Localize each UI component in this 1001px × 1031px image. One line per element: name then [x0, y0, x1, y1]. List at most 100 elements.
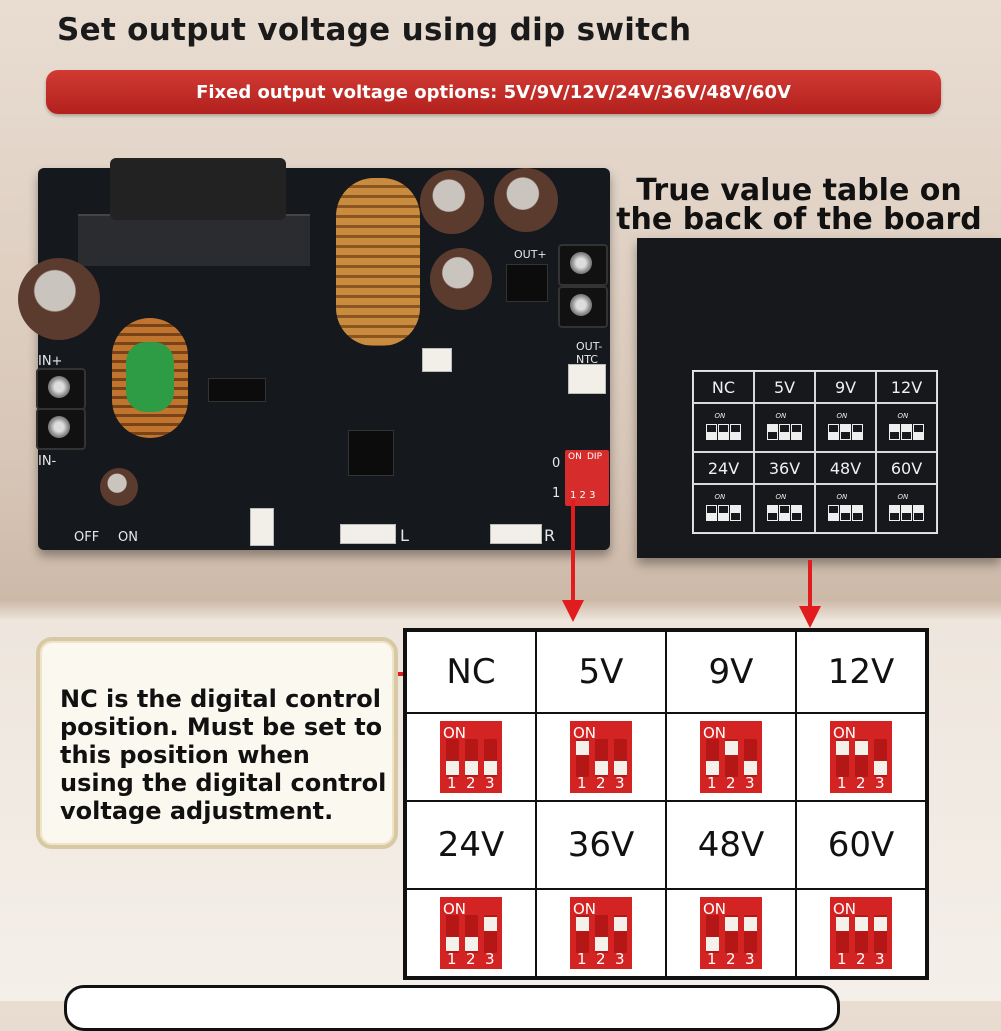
- dip-number: 3: [875, 950, 885, 968]
- dip-knob: [614, 917, 627, 931]
- dip-knob: [595, 761, 608, 775]
- dip-knob: [446, 937, 459, 951]
- dip-knob: [744, 917, 757, 931]
- mini-label-cell: 48V: [815, 452, 876, 484]
- out-ntc-label: OUT-NTC: [576, 340, 603, 366]
- dip-knob: [614, 761, 627, 775]
- dip-knob: [855, 741, 868, 755]
- mini-dip-graphic: [764, 412, 806, 442]
- dip-knob: [576, 741, 589, 755]
- dip-on-label: ON: [573, 900, 597, 918]
- dip-knob: [836, 917, 849, 931]
- driver-chip: [208, 378, 266, 402]
- dip-number: 2: [466, 950, 476, 968]
- dip-slider: [706, 739, 719, 777]
- dip-number: 1: [707, 950, 717, 968]
- voltage-label: NC: [446, 652, 496, 692]
- row1-label: 1: [552, 486, 561, 501]
- dip-knob: [484, 761, 497, 775]
- dip-knob: [725, 741, 738, 755]
- table-label-cell: 24V: [406, 801, 536, 889]
- table-label-cell: 12V: [796, 631, 926, 713]
- mini-switch-cell: [876, 484, 937, 533]
- dip-slider: [706, 915, 719, 953]
- dip-slider: [484, 739, 497, 777]
- mini-switch-cell: [693, 484, 754, 533]
- dip-on-label: ON: [833, 900, 857, 918]
- voltage-label: 36V: [567, 825, 635, 865]
- connector: [250, 508, 274, 546]
- dip-knob: [706, 761, 719, 775]
- mini-switch-cell: [754, 484, 815, 533]
- l-label: L: [400, 526, 409, 545]
- back-table-title: True value table on the back of the boar…: [616, 173, 982, 237]
- voltage-label: 60V: [827, 825, 895, 865]
- dip-knob: [706, 937, 719, 951]
- dip-slider: [874, 915, 887, 953]
- dip-on-label: ON: [443, 724, 467, 742]
- input-terminal: [36, 368, 86, 410]
- mini-switch-cell: [693, 403, 754, 452]
- dip-number: 2: [856, 950, 866, 968]
- dip-number: 3: [745, 950, 755, 968]
- dip-number: 1: [577, 950, 587, 968]
- output-terminal: [558, 286, 608, 328]
- dip-knob: [855, 917, 868, 931]
- dip-number: 1: [447, 950, 457, 968]
- dip-slider: [576, 915, 589, 953]
- capacitor: [100, 468, 138, 506]
- dip-on-label: ON: [833, 724, 857, 742]
- dip-slider: [595, 915, 608, 953]
- mini-label-cell: NC: [693, 371, 754, 403]
- mini-label-cell: 24V: [693, 452, 754, 484]
- dip-number: 1: [707, 774, 717, 792]
- dip-knob: [595, 937, 608, 951]
- connector: [340, 524, 396, 544]
- dip-knob: [465, 937, 478, 951]
- mini-dip-graphic: [825, 493, 867, 523]
- dip-number: 1: [577, 774, 587, 792]
- dip-number: 3: [615, 774, 625, 792]
- output-terminal: [558, 244, 608, 286]
- dip-number: 3: [485, 950, 495, 968]
- out-plus-label: OUT+: [514, 248, 547, 261]
- dip-number: 3: [875, 774, 885, 792]
- microcontroller-chip: [348, 430, 394, 476]
- capacitor: [18, 258, 100, 340]
- back-pcb-board: [637, 238, 1001, 558]
- dip-slider: [725, 915, 738, 953]
- dip-knob: [874, 917, 887, 931]
- capacitor: [420, 170, 484, 234]
- input-terminal: [36, 408, 86, 450]
- dip-slider: [744, 739, 757, 777]
- board-dip-on: ON: [568, 452, 582, 462]
- mini-dip-graphic: [703, 412, 745, 442]
- table-label-cell: NC: [406, 631, 536, 713]
- mini-switch-cell: [754, 403, 815, 452]
- mini-dip-graphic: [764, 493, 806, 523]
- dip-knob: [836, 741, 849, 755]
- dip-slider: [614, 915, 627, 953]
- dip-knob: [725, 917, 738, 931]
- table-label-cell: 48V: [666, 801, 796, 889]
- arrow-down-icon: [799, 606, 821, 628]
- dip-knob: [744, 761, 757, 775]
- dip-number: 2: [466, 774, 476, 792]
- bottom-caption-box: [64, 985, 840, 1031]
- dip-slider: [614, 739, 627, 777]
- arrow-line: [808, 560, 812, 610]
- board-dip-name: DIP: [587, 452, 603, 462]
- dip-number: 3: [485, 774, 495, 792]
- dip-number: 2: [856, 774, 866, 792]
- dip-slider: [874, 739, 887, 777]
- board-dip-switch[interactable]: ON DIP 1 2 3: [565, 450, 609, 506]
- dip-slider: [446, 739, 459, 777]
